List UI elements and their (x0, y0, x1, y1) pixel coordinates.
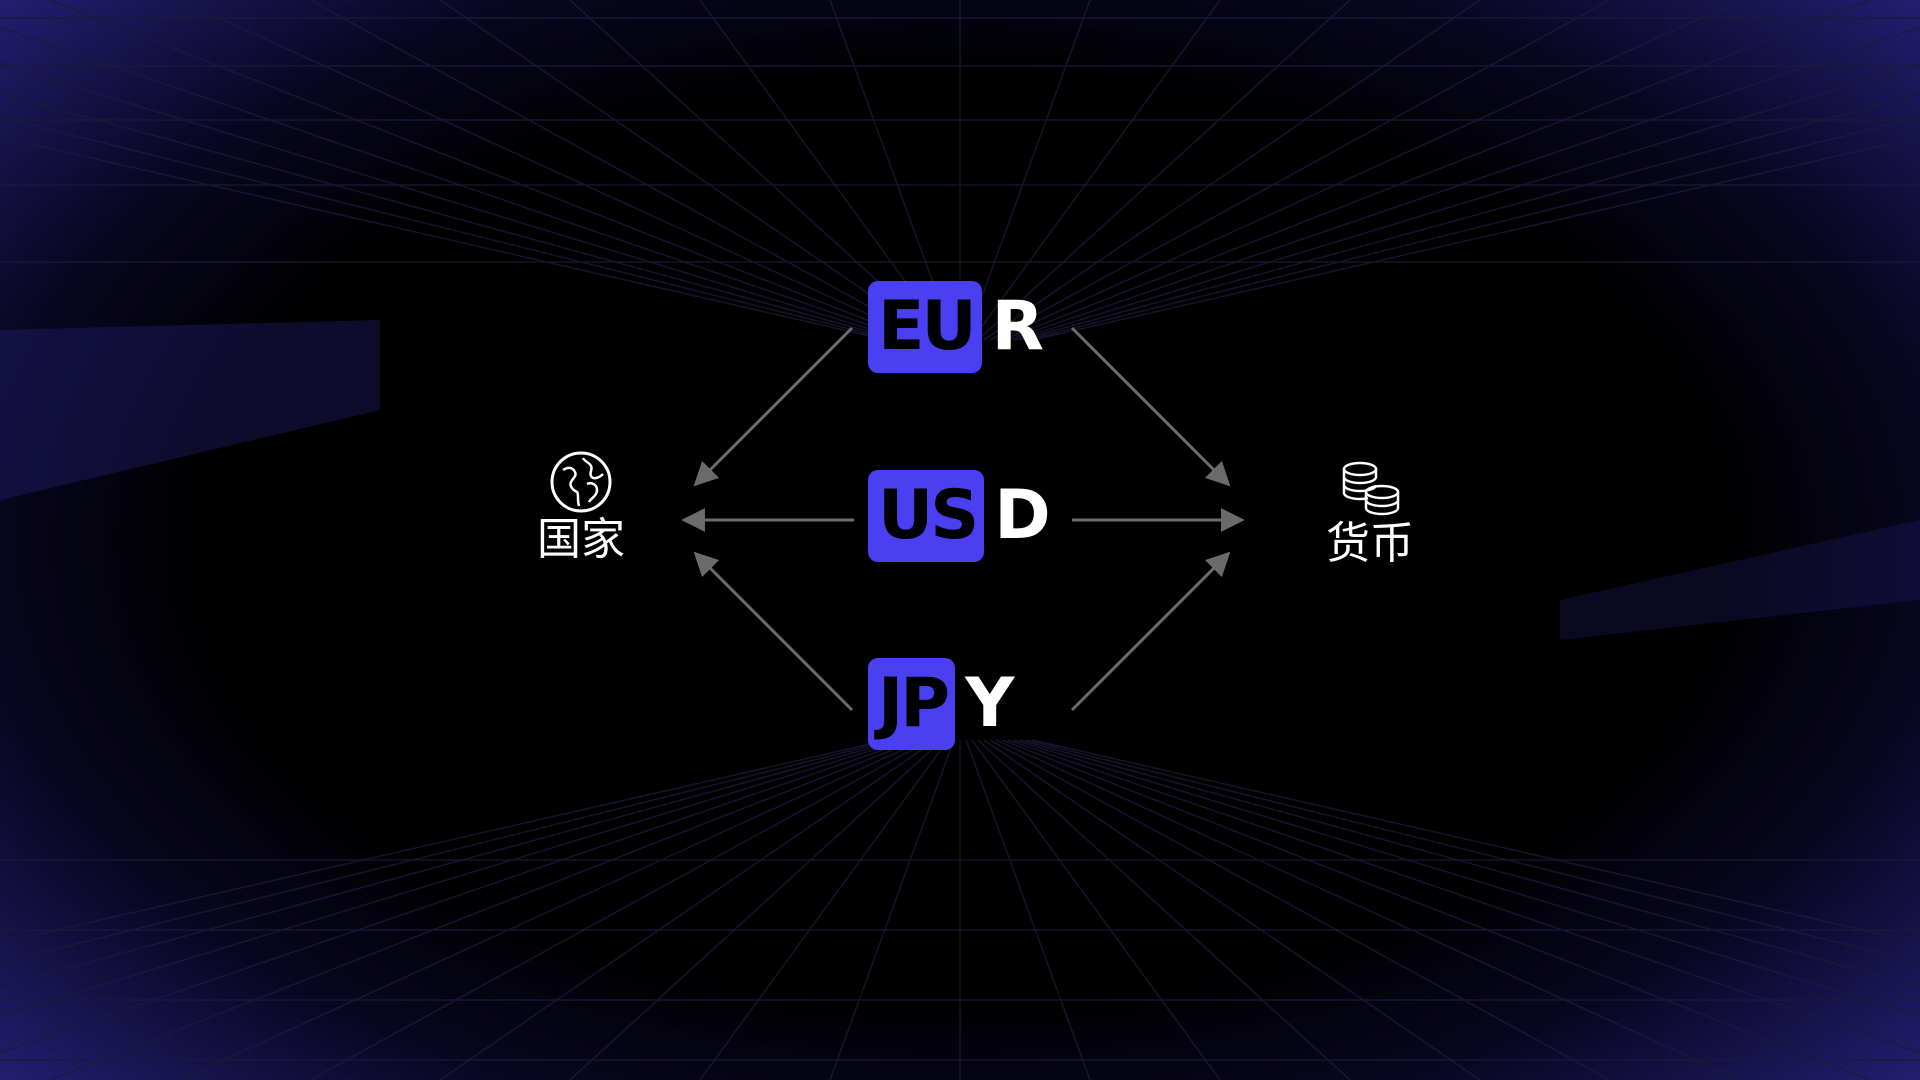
grid-line (0, 63, 907, 341)
grid-line (989, 739, 1611, 1080)
grid-line (1025, 116, 1920, 341)
grid-line (971, 739, 1221, 1080)
grid-line (1019, 739, 1920, 988)
grid-line (569, 739, 943, 1080)
currency-eur-highlight: EU (868, 281, 982, 373)
grid-line (829, 739, 955, 1080)
grid-line (0, 116, 895, 341)
grid-line (309, 0, 931, 341)
grid-line (0, 739, 907, 1017)
grid-line (0, 136, 889, 341)
currency-eur: EU R (868, 281, 1044, 373)
background-band-left (0, 320, 380, 500)
grid-line (0, 739, 901, 988)
grid-line (0, 739, 889, 944)
country-label: 国家 (537, 514, 625, 565)
currency-jpy-rest: Y (965, 664, 1015, 743)
grid-line (1007, 739, 1920, 1054)
grid-line (1013, 63, 1920, 341)
grid-line (0, 92, 901, 341)
grid-line (1019, 92, 1920, 341)
grid-line (965, 739, 1091, 1080)
grid-line (977, 739, 1351, 1080)
grid-line (179, 0, 925, 341)
arrow-jpy-to-currency (1070, 551, 1231, 712)
currency-usd-highlight: US (868, 470, 985, 562)
arrow-jpy-to-country (693, 551, 854, 712)
grid-line (983, 0, 1481, 341)
currency-jpy: JP Y (868, 658, 1014, 750)
currency-eur-rest: R (991, 287, 1045, 366)
currency-jpy-highlight: JP (868, 658, 956, 750)
currency-node: 货币 (1320, 460, 1420, 568)
grid-line (1013, 739, 1920, 1017)
coins-icon (1342, 461, 1400, 516)
grid-line (977, 0, 1351, 341)
grid-line (989, 0, 1611, 341)
grid-line (439, 0, 937, 341)
grid-line (1031, 739, 1920, 944)
grid-line (1001, 739, 1871, 1080)
grid-line (439, 739, 937, 1080)
grid-line (995, 0, 1741, 341)
grid-line (965, 0, 1091, 341)
currency-usd-rest: D (994, 476, 1051, 555)
background-band-right (1560, 520, 1920, 640)
grid-line (699, 739, 949, 1080)
grid-line (49, 0, 919, 341)
grid-line (49, 739, 919, 1080)
currency-label: 货币 (1326, 518, 1414, 569)
grid-line (309, 739, 931, 1080)
grid-line (995, 739, 1741, 1080)
grid-line (983, 739, 1481, 1080)
country-node: 国家 (535, 450, 627, 564)
currency-usd: US D (868, 470, 1051, 562)
globe-icon (550, 451, 612, 513)
grid-line (971, 0, 1221, 341)
grid-line (0, 739, 913, 1054)
grid-line (0, 26, 913, 341)
grid-line (1007, 26, 1920, 341)
grid-line (1031, 136, 1920, 341)
arrow-eur-to-currency (1070, 326, 1231, 487)
grid-line (1001, 0, 1871, 341)
grid-line (0, 739, 895, 964)
arrow-eur-to-country (693, 326, 854, 487)
grid-line (179, 739, 925, 1080)
grid-line (1025, 739, 1920, 964)
